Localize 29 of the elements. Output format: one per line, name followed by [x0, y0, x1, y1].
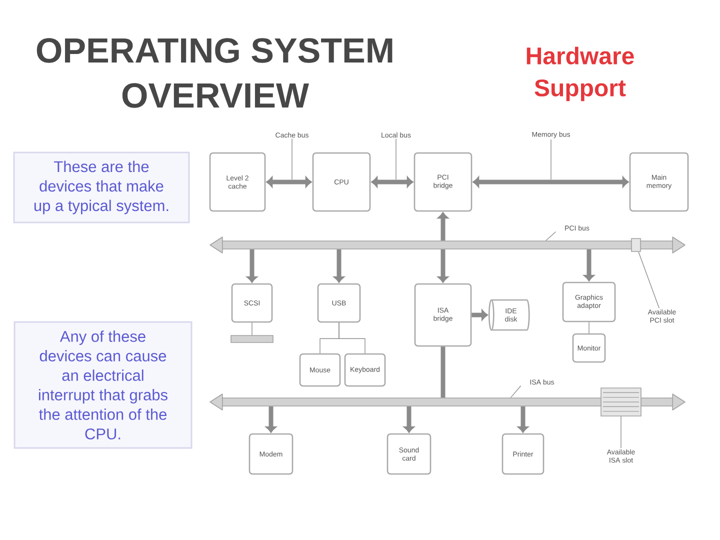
connector-line [588, 322, 590, 334]
bus-connector [246, 249, 258, 283]
bus-connector [404, 406, 414, 433]
bus-connector [266, 176, 312, 188]
leader-line [545, 231, 556, 241]
note-box: Any of these devices can cause an electrical interrupt that grabs the attention of the CPU. [14, 321, 192, 449]
bus-bar [210, 394, 686, 410]
bus-connector [371, 176, 414, 188]
bus-connector [472, 176, 629, 188]
bus-connector [584, 249, 594, 282]
bus-bar [230, 335, 274, 343]
bus-bar [210, 236, 686, 254]
bus-connector [438, 249, 448, 283]
bus-connector [440, 346, 446, 398]
leader-line [638, 252, 660, 308]
note-box: These are the devices that make up a typical system. [13, 152, 190, 224]
bus-connector [518, 406, 528, 433]
leader-line [550, 139, 552, 180]
bus-connector [334, 249, 344, 283]
expansion-slot [631, 238, 641, 252]
leader-line [620, 416, 622, 448]
expansion-slot [600, 388, 642, 416]
title: OPERATING SYSTEM OVERVIEW [36, 38, 392, 108]
connector-line [338, 322, 366, 354]
bus-connector [266, 406, 276, 433]
bus-connector [438, 212, 448, 241]
subtitle: Hardware Support [526, 46, 634, 102]
bus-connector [472, 310, 488, 320]
leader-line [510, 385, 522, 398]
